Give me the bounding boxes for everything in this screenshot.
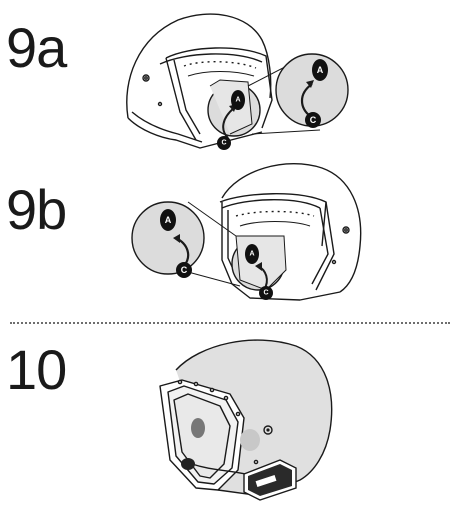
- curved-arrow-icon: [222, 107, 235, 139]
- marker-a: A: [312, 59, 328, 81]
- step-label-10: 10: [6, 338, 67, 401]
- step-label-9b: 9b: [6, 178, 67, 241]
- marker-c: C: [305, 112, 321, 128]
- svg-text:A: A: [165, 215, 172, 225]
- svg-text:C: C: [221, 140, 226, 147]
- step-label-9a: 9a: [6, 16, 67, 79]
- helmet-9a-figure: A C A C: [126, 13, 349, 150]
- helmet-icon: [219, 163, 362, 301]
- marker-c: C: [259, 286, 273, 300]
- svg-text:A: A: [235, 97, 240, 104]
- helmet-10-figure: [159, 339, 333, 501]
- helmet-9b-figure: A C A C: [131, 163, 362, 301]
- intercom-unit-icon: [243, 459, 297, 501]
- curved-arrow-icon: [300, 83, 313, 117]
- svg-text:C: C: [181, 265, 188, 275]
- marker-c: C: [176, 262, 192, 278]
- section-divider: [10, 322, 450, 324]
- magnifier-callout-icon: [231, 235, 287, 291]
- microphone-icon: [181, 458, 247, 475]
- marker-a: A: [160, 209, 176, 231]
- svg-text:C: C: [310, 115, 317, 125]
- magnifier-callout-icon: [131, 201, 205, 275]
- marker-c: C: [217, 136, 231, 150]
- marker-a: A: [245, 244, 259, 264]
- svg-text:A: A: [317, 65, 324, 75]
- marker-a: A: [231, 90, 245, 110]
- svg-text:C: C: [263, 290, 268, 297]
- svg-text:A: A: [249, 251, 254, 258]
